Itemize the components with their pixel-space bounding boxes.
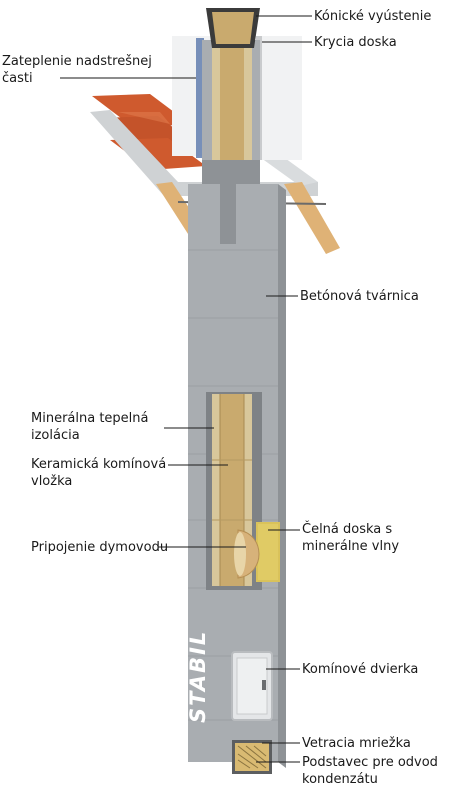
cleaning-door — [231, 651, 273, 721]
brand-label: STABIL — [186, 629, 210, 723]
label-keramicka-vlozka: Keramická komínová vložka — [31, 457, 167, 489]
label-pripojenie-dymovodu: Pripojenie dymovodu — [31, 540, 169, 555]
label-kominove-dvierka: Komínové dvierka — [302, 662, 419, 677]
label-betonova-tvarnica: Betónová tvárnica — [300, 289, 419, 304]
label-krycia-doska: Krycia doska — [314, 35, 397, 50]
ventilation-grille — [232, 740, 272, 774]
cutaway-section — [206, 392, 280, 590]
label-vetracia-mriezka: Vetracia mriežka — [302, 736, 411, 751]
label-konicke-vyustenie: Kónické vyústenie — [314, 9, 432, 24]
roof-rafter-right — [284, 182, 340, 254]
label-celna-doska: Čelná doska s minerálne vlny — [302, 522, 400, 554]
label-zateplenie: Zateplenie nadstrešnej časti — [2, 54, 152, 86]
label-podstavec: Podstavec pre odvod kondenzátu — [302, 755, 438, 787]
label-mineralna-izolacia: Minerálna tepelná izolácia — [31, 411, 149, 443]
roof-sheet — [90, 110, 318, 196]
chimney-top — [172, 8, 302, 190]
